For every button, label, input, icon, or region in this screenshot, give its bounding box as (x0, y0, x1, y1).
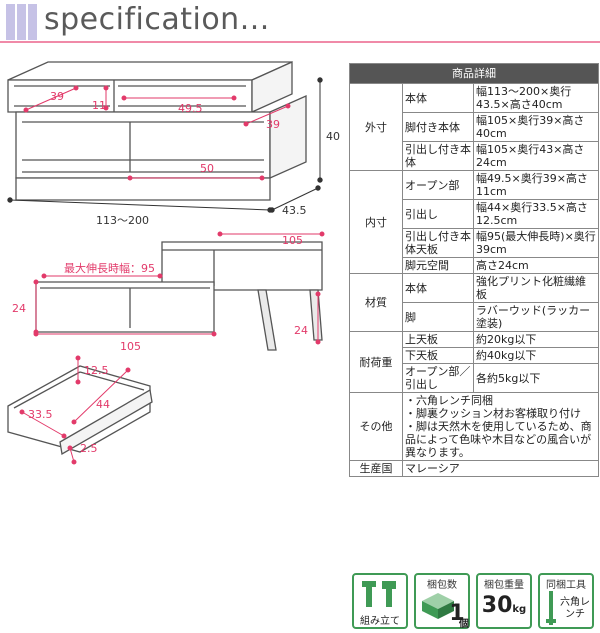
dim-label: 113〜200 (96, 214, 149, 227)
badge-unit: 個 (459, 619, 469, 630)
dim-label: 44 (96, 398, 110, 411)
category-material: 材質 (349, 273, 403, 332)
dim-label: 105 (282, 234, 303, 247)
header-bar (6, 4, 15, 40)
row-value: 各約5kg以下 (473, 363, 599, 393)
category-other: その他 (349, 392, 403, 461)
row-value: 幅105×奥行43×高さ24cm (473, 141, 599, 171)
table-row: 引出し 幅44×奥行33.5×高さ12.5cm (350, 199, 599, 229)
header-bar (17, 4, 26, 40)
table-row: 材質 本体 強化プリント化粧繊維板 (349, 273, 599, 332)
row-key: 脚元空間 (402, 257, 474, 274)
row-value: 強化プリント化粧繊維板 (473, 273, 599, 303)
badge-packages: 梱包数 1 個 (414, 573, 470, 630)
table-row: 脚元空間 高さ24cm (350, 257, 599, 274)
row-key: 脚 (402, 302, 474, 332)
product-drawings: 39 11 49.5 39 40 50 43.5 113〜200 105 最大伸… (0, 50, 346, 500)
badge-value: 30kg (481, 593, 527, 618)
category-origin: 生産国 (349, 460, 403, 477)
dim-label: 40 (326, 130, 340, 143)
row-key: 引出し付き本体 (402, 141, 474, 171)
dim-label: 49.5 (178, 102, 203, 115)
row-value: 約20kg以下 (473, 331, 599, 348)
row-value: ラバーウッド(ラッカー塗装) (473, 302, 599, 332)
row-value: 幅113〜200×奥行43.5×高さ40cm (473, 83, 599, 113)
info-badges: 組み立て 梱包数 1 個 梱包重量 30kg 同梱工具 六角レンチ (352, 573, 598, 631)
other-notes: ・六角レンチ同梱 ・脚裏クッション材お客様取り付け ・脚は天然木を使用しているた… (402, 392, 599, 461)
row-key: 下天板 (402, 347, 474, 364)
dim-label: 24 (12, 302, 26, 315)
row-key: 本体 (402, 83, 474, 113)
table-row: 引出し付き本体 幅105×奥行43×高さ24cm (350, 141, 599, 171)
table-row: 引出し付き本体天板 幅95(最大伸長時)×奥行39cm (350, 228, 599, 258)
dim-label: 33.5 (28, 408, 53, 421)
row-value: 幅105×奥行39×高さ40cm (473, 112, 599, 142)
wrench-icon (546, 591, 556, 625)
category-inner: 内寸 (349, 170, 403, 274)
dim-label: 39 (266, 118, 280, 131)
dim-label: 最大伸長時幅：95 (64, 261, 155, 275)
dim-label: 39 (50, 90, 64, 103)
tools-icon (362, 581, 396, 607)
dim-label: 50 (200, 162, 214, 175)
row-key: 脚付き本体 (402, 112, 474, 142)
row-key: 上天板 (402, 331, 474, 348)
dim-label: 43.5 (282, 204, 307, 217)
row-key: 本体 (402, 273, 474, 303)
row-value: 約40kg以下 (473, 347, 599, 364)
table-row: その他 ・六角レンチ同梱 ・脚裏クッション材お客様取り付け ・脚は天然木を使用し… (349, 392, 599, 461)
row-value: 幅44×奥行33.5×高さ12.5cm (473, 199, 599, 229)
badge-tools: 同梱工具 六角レンチ (538, 573, 594, 629)
row-key: 引出し付き本体天板 (402, 228, 474, 258)
badge-value: 1 (449, 601, 465, 626)
dimension-diagram: 39 11 49.5 39 40 50 43.5 113〜200 105 最大伸… (7, 60, 340, 465)
spec-table-header: 商品詳細 (349, 63, 599, 84)
spec-table: 商品詳細 外寸 本体 幅113〜200×奥行43.5×高さ40cm 脚付き本体 … (349, 63, 599, 477)
dim-label: 2.5 (80, 442, 98, 455)
dim-label: 24 (294, 324, 308, 337)
category-outer: 外寸 (349, 83, 403, 171)
section-header: specification... (0, 0, 600, 44)
table-row: 内寸 オープン部 幅49.5×奥行39×高さ11cm (349, 170, 599, 274)
table-row: オープン部／引出し 各約5kg以下 (350, 363, 599, 393)
box-icon (422, 593, 454, 619)
table-row: 生産国 マレーシア (349, 460, 599, 477)
table-row: 耐荷重 上天板 約20kg以下 (349, 331, 599, 393)
badge-caption: 梱包重量 (484, 580, 524, 591)
header-bar (28, 4, 37, 40)
dim-label: 11 (92, 99, 106, 112)
row-value: 幅49.5×奥行39×高さ11cm (473, 170, 599, 200)
table-row: 外寸 本体 幅113〜200×奥行43.5×高さ40cm (349, 83, 599, 171)
row-key: オープン部／引出し (402, 363, 474, 393)
table-row: 脚付き本体 幅105×奥行39×高さ40cm (350, 112, 599, 142)
badge-caption: 梱包数 (427, 580, 457, 591)
table-row: 脚 ラバーウッド(ラッカー塗装) (350, 302, 599, 332)
dim-label: 12.5 (84, 364, 109, 377)
row-value: 幅95(最大伸長時)×奥行39cm (473, 228, 599, 258)
row-key: オープン部 (402, 170, 474, 200)
dim-label: 105 (120, 340, 141, 353)
row-key: 引出し (402, 199, 474, 229)
badge-weight: 梱包重量 30kg (476, 573, 532, 629)
page-title: specification... (44, 2, 270, 37)
header-divider (0, 41, 600, 43)
badge-caption: 同梱工具 (546, 580, 586, 591)
row-value: 高さ24cm (473, 257, 599, 274)
origin-value: マレーシア (402, 460, 599, 477)
badge-caption: 組み立て (360, 616, 400, 627)
badge-value: 六角レンチ (560, 597, 590, 620)
badge-assembly: 組み立て (352, 573, 408, 629)
category-load: 耐荷重 (349, 331, 403, 393)
